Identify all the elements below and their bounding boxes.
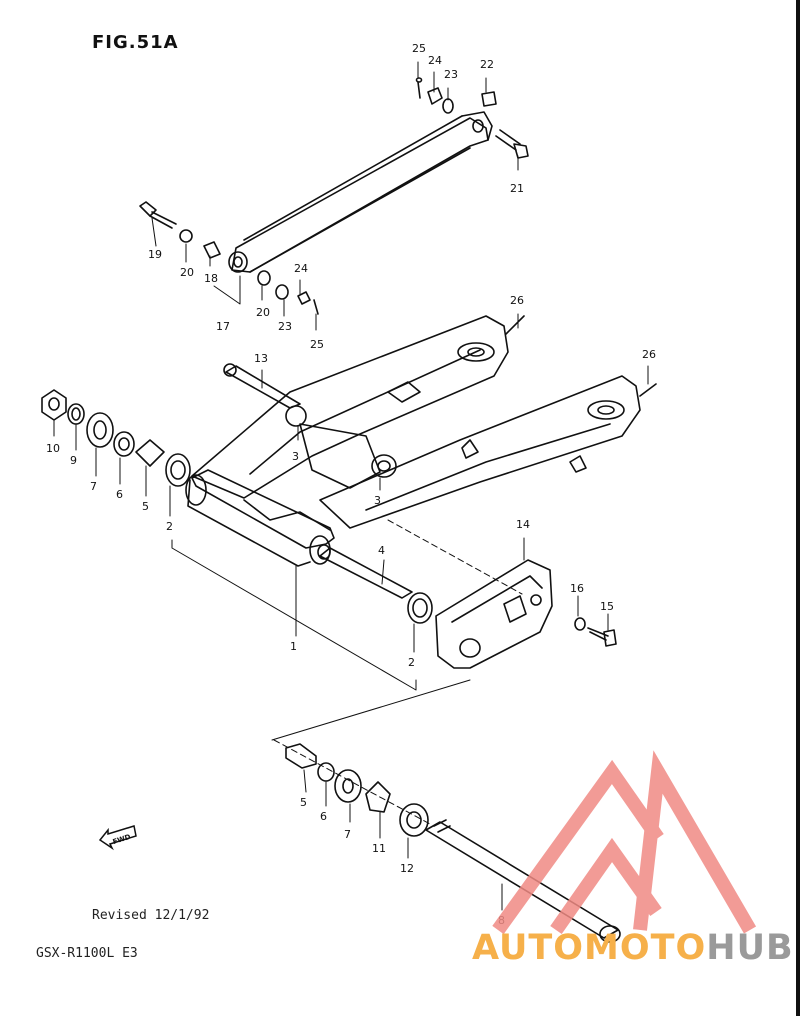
callout-3a: 3 xyxy=(292,450,299,463)
callout-18: 18 xyxy=(204,272,218,285)
callout-10: 10 xyxy=(46,442,60,455)
callout-2a: 2 xyxy=(166,520,173,533)
pivot-parts-left xyxy=(41,389,191,487)
callout-23b: 23 xyxy=(278,320,292,333)
axle-parts xyxy=(285,743,621,943)
right-border xyxy=(796,0,800,1016)
torque-rod xyxy=(228,111,493,273)
leader-lines xyxy=(53,61,649,911)
top-small-parts xyxy=(415,77,529,159)
callout-26a: 26 xyxy=(510,294,524,307)
callout-24b: 24 xyxy=(294,262,308,275)
chain-guard xyxy=(435,559,553,669)
callout-22: 22 xyxy=(480,58,494,71)
swingarm xyxy=(185,315,657,567)
watermark-logo-icon xyxy=(492,750,757,935)
callout-12: 12 xyxy=(400,862,414,875)
rod-left-hardware xyxy=(139,201,319,315)
pivot-shaft-13 xyxy=(223,363,307,427)
callout-5a: 5 xyxy=(142,500,149,513)
callout-19: 19 xyxy=(148,248,162,261)
callout-20b: 20 xyxy=(256,306,270,319)
chain-guard-hardware xyxy=(574,617,617,647)
callout-6b: 6 xyxy=(320,810,327,823)
fwd-arrow-icon: FWD xyxy=(98,825,137,851)
watermark-text: AUTOMOTOHUB xyxy=(472,928,794,968)
callout-26b: 26 xyxy=(642,348,656,361)
callout-7a: 7 xyxy=(90,480,97,493)
callout-9a: 9 xyxy=(70,454,77,467)
callout-numbers: 25 24 23 22 21 19 20 18 17 20 24 23 25 2… xyxy=(46,42,656,927)
callout-5b: 5 xyxy=(300,796,307,809)
callout-3b: 3 xyxy=(374,494,381,507)
callout-15: 15 xyxy=(600,600,614,613)
callout-24a: 24 xyxy=(428,54,442,67)
model-label: GSX-R1100L E3 xyxy=(36,946,138,961)
callout-21: 21 xyxy=(510,182,524,195)
callout-4: 4 xyxy=(378,544,385,557)
pivot-shaft-4 xyxy=(317,544,433,624)
callout-1: 1 xyxy=(290,640,297,653)
figure-title: FIG.51A xyxy=(92,32,179,53)
callout-25a: 25 xyxy=(412,42,426,55)
callout-25b: 25 xyxy=(310,338,324,351)
watermark-part2: HUB xyxy=(706,928,794,968)
callout-11: 11 xyxy=(372,842,386,855)
callout-16: 16 xyxy=(570,582,584,595)
revised-note: Revised 12/1/92 xyxy=(92,908,210,923)
callout-17: 17 xyxy=(216,320,230,333)
callout-20a: 20 xyxy=(180,266,194,279)
callout-13: 13 xyxy=(254,352,268,365)
callout-7b: 7 xyxy=(344,828,351,841)
callout-14: 14 xyxy=(516,518,530,531)
callout-2b: 2 xyxy=(408,656,415,669)
callout-6a: 6 xyxy=(116,488,123,501)
callout-23a: 23 xyxy=(444,68,458,81)
watermark-part1: AUTOMOTO xyxy=(472,928,707,968)
